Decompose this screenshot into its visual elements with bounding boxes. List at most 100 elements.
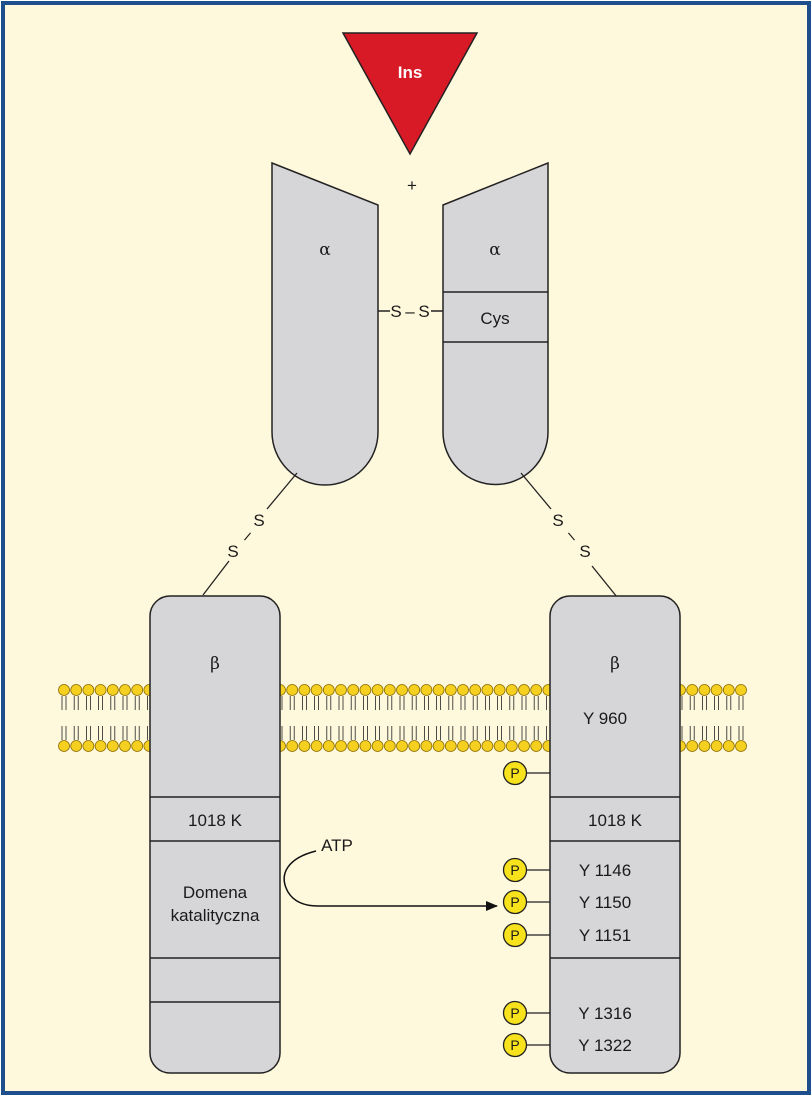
lipid-head bbox=[310, 684, 323, 696]
alpha-subunit-left bbox=[271, 161, 379, 486]
bridge-right-line-top bbox=[520, 472, 552, 510]
lipid-head bbox=[58, 684, 70, 696]
catalytic-domain-label-line2: katalityczna bbox=[171, 906, 260, 925]
lipid-head bbox=[710, 684, 723, 696]
lipid-head bbox=[106, 740, 119, 752]
alpha-right-label: α bbox=[489, 240, 501, 260]
bridge-right-line-bottom bbox=[591, 565, 618, 598]
lipid-head bbox=[298, 740, 311, 752]
lipid-head bbox=[505, 740, 518, 752]
lipid-head bbox=[322, 684, 335, 696]
phosphate-symbol: P bbox=[510, 1037, 519, 1053]
lipid-head bbox=[408, 684, 421, 696]
lipid-head bbox=[94, 740, 107, 752]
lipid-head bbox=[493, 684, 506, 696]
lipid-head bbox=[735, 684, 747, 696]
bridge-right-s-bottom: S bbox=[579, 542, 590, 561]
lipid-head bbox=[722, 684, 735, 696]
lipid-head bbox=[359, 740, 372, 752]
tyrosine-site-label: Y 1150 bbox=[579, 893, 631, 912]
lipid-head bbox=[82, 740, 95, 752]
insulin-triangle bbox=[341, 32, 479, 156]
phosphate-circle bbox=[502, 889, 528, 915]
tyrosine-site-label: Y 1151 bbox=[579, 926, 631, 945]
plus-sign: + bbox=[407, 176, 417, 195]
bridge-left-s-top: S bbox=[253, 511, 264, 530]
alpha-left-label: α bbox=[319, 240, 331, 260]
lipid-head bbox=[432, 684, 445, 696]
lipid-head bbox=[131, 684, 144, 696]
lipid-head bbox=[347, 740, 360, 752]
beta-right-lys-label: 1018 K bbox=[588, 811, 643, 830]
lipid-head bbox=[469, 740, 482, 752]
tyrosine-site-label: Y 960 bbox=[583, 709, 627, 728]
alpha-subunit-right bbox=[442, 161, 549, 486]
lipid-head bbox=[119, 684, 131, 696]
atp-label: ATP bbox=[321, 836, 353, 855]
lipid-head bbox=[396, 684, 408, 696]
lipid-head bbox=[298, 684, 311, 696]
lipid-head bbox=[347, 684, 360, 696]
phosphate-symbol: P bbox=[510, 765, 519, 781]
lipid-head bbox=[420, 684, 433, 696]
phosphate-circle bbox=[502, 1032, 528, 1058]
beta-subunit-left bbox=[149, 595, 281, 1074]
phosphate-symbol: P bbox=[510, 862, 519, 878]
lipid-head bbox=[119, 740, 131, 752]
phosphate-symbol: P bbox=[510, 927, 519, 943]
lipid-head bbox=[383, 684, 396, 696]
cell-membrane bbox=[58, 684, 747, 752]
lipid-head bbox=[722, 740, 735, 752]
lipid-head bbox=[286, 740, 299, 752]
lipid-head bbox=[444, 684, 457, 696]
lipid-head bbox=[420, 740, 433, 752]
bridge-left-line-bottom bbox=[202, 560, 230, 596]
disulfide-s-right: S bbox=[418, 302, 429, 321]
lipid-head bbox=[70, 740, 83, 752]
tyrosine-site-label: Y 1322 bbox=[578, 1036, 632, 1055]
phosphate-circle bbox=[502, 857, 528, 883]
lipid-head bbox=[518, 684, 530, 696]
lipid-head bbox=[686, 740, 699, 752]
tyrosine-site-label: Y 1316 bbox=[578, 1004, 632, 1023]
lipid-head bbox=[686, 684, 699, 696]
lipid-head bbox=[432, 740, 445, 752]
lipid-head bbox=[530, 740, 543, 752]
lipid-head bbox=[457, 684, 469, 696]
lipid-head bbox=[131, 740, 144, 752]
lipid-head bbox=[396, 740, 408, 752]
phosphate-symbol: P bbox=[510, 1005, 519, 1021]
lipid-head bbox=[310, 740, 323, 752]
lipid-head bbox=[518, 740, 530, 752]
lipid-head bbox=[469, 684, 482, 696]
phosphate-circle bbox=[502, 922, 528, 948]
lipid-head bbox=[505, 684, 518, 696]
lipid-head bbox=[371, 740, 384, 752]
lipid-head bbox=[698, 684, 711, 696]
lipid-head bbox=[335, 740, 347, 752]
lipid-head bbox=[457, 740, 469, 752]
tyrosine-site-label: Y 1146 bbox=[579, 861, 631, 880]
insulin-label: Ins bbox=[398, 63, 423, 82]
phosphate-circle bbox=[502, 760, 528, 786]
lipid-head bbox=[359, 684, 372, 696]
phosphate-symbol: P bbox=[510, 894, 519, 910]
lipid-head bbox=[493, 740, 506, 752]
lipid-head bbox=[698, 740, 711, 752]
disulfide-s-left: S bbox=[390, 302, 401, 321]
beta-right-label: β bbox=[610, 654, 620, 674]
catalytic-domain-label-line1: Domena bbox=[183, 883, 248, 902]
beta-left-label: β bbox=[210, 654, 220, 674]
lipid-head bbox=[481, 740, 494, 752]
lipid-head bbox=[383, 740, 396, 752]
lipid-head bbox=[408, 740, 421, 752]
lipid-head bbox=[286, 684, 299, 696]
cys-label: Cys bbox=[480, 309, 509, 328]
lipid-head bbox=[82, 684, 95, 696]
lipid-head bbox=[371, 684, 384, 696]
disulfide-dash: – bbox=[405, 302, 415, 321]
atp-transfer-arrow bbox=[283, 850, 498, 911]
